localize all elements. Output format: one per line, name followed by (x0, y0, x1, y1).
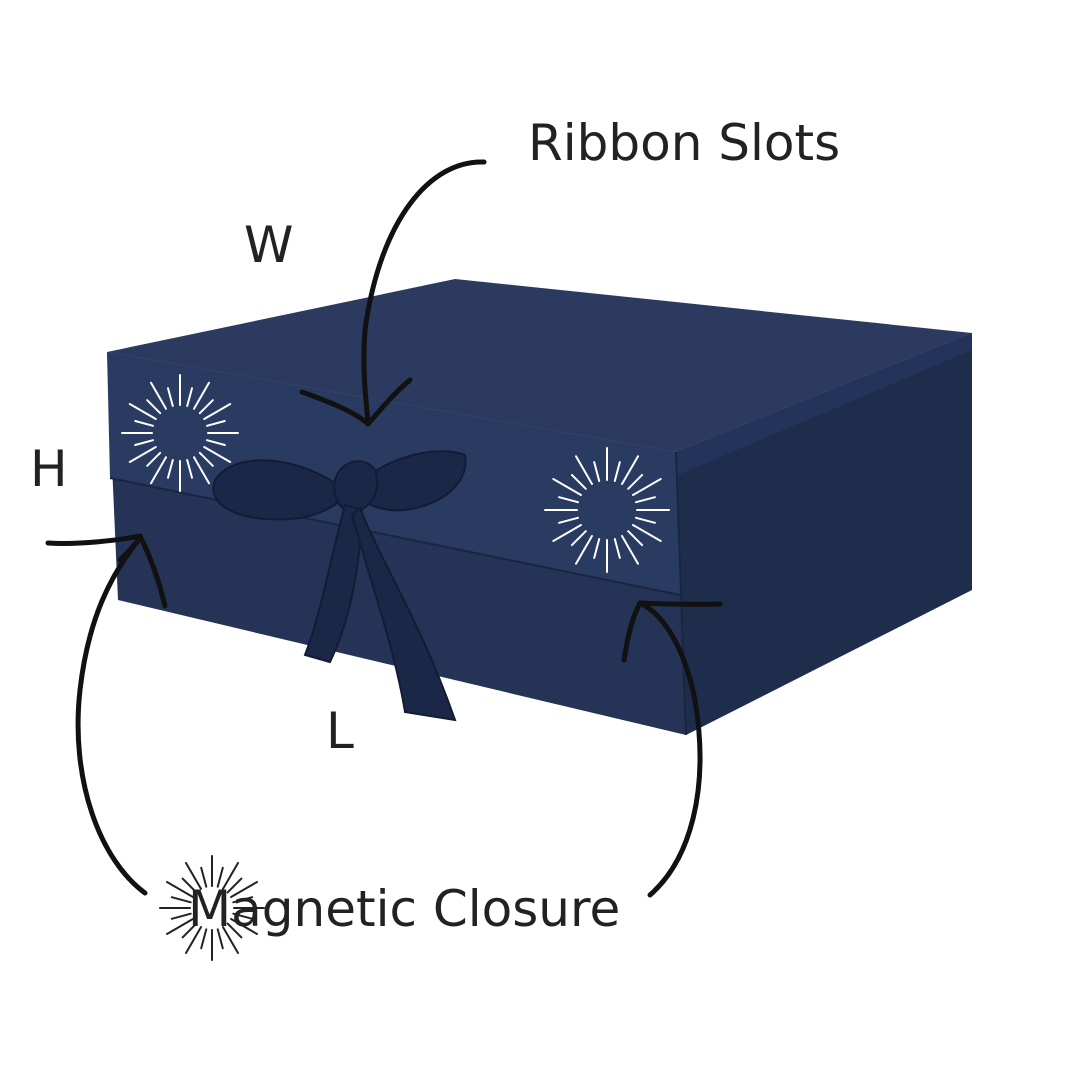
sparkle-ray (635, 496, 656, 504)
sparkle-ray (635, 516, 656, 524)
sparkle-ray (552, 524, 582, 542)
sparkle-ray (232, 896, 254, 904)
sparkle-ray (232, 912, 254, 920)
sparkle-ray (185, 862, 202, 890)
sparkle-ray (146, 451, 162, 467)
sparkle-ray (146, 399, 162, 415)
sparkle-burst-icon (121, 374, 239, 492)
box-lid-top (107, 279, 972, 452)
magnetic-left-arrowhead-icon (117, 535, 143, 563)
sparkle-ray (226, 922, 243, 939)
sparkle-ray (128, 446, 157, 463)
ribbon-slots-label: Ribbon Slots (528, 114, 841, 172)
sparkle-ray (593, 461, 601, 482)
magnetic-right-arrowhead-icon (621, 600, 723, 663)
sparkle-ray (134, 420, 154, 427)
sparkle-ray (558, 516, 579, 524)
sparkle-ray (632, 524, 662, 542)
sparkle-ray (198, 399, 214, 415)
bow-knot (333, 460, 379, 514)
height-arrow (45, 533, 143, 546)
sparkle-ray (193, 381, 210, 410)
sparkle-ray (621, 455, 639, 485)
sparkle-ray (181, 922, 198, 939)
sparkle-ray (552, 478, 582, 496)
sparkle-burst-icon (159, 855, 265, 961)
magnetic-right-arrow (637, 600, 703, 898)
sparkle-ray (181, 877, 198, 894)
sparkle-ray (570, 530, 587, 547)
width-label: W (244, 216, 294, 274)
sparkle-ray (150, 456, 167, 485)
sparkle-ray (203, 446, 232, 463)
sparkle-ray (222, 926, 239, 954)
sparkle-ray (128, 403, 157, 420)
sparkle-ray (230, 918, 258, 935)
magnetic-left-arrow (75, 535, 148, 896)
sparkle-ray (226, 877, 243, 894)
box-right-lid-band (676, 333, 972, 475)
sparkle-ray (621, 535, 639, 565)
annotation-arrows (45, 159, 723, 898)
sparkle-ray (166, 918, 194, 935)
sparkle-ray (216, 928, 224, 950)
sparkle-ray (627, 530, 644, 547)
sparkle-ray (593, 538, 601, 559)
height-arrowhead-icon (137, 533, 168, 609)
sparkle-ray (134, 439, 154, 446)
sparkle-ray (166, 881, 194, 898)
ribbon-slots-arrow (361, 159, 487, 425)
sparkle-ray (206, 439, 226, 446)
sparkle-ray (150, 381, 167, 410)
sparkle-ray (558, 496, 579, 504)
sparkle-ray (200, 866, 208, 888)
sparkle-ray (632, 478, 662, 496)
sparkle-ray (186, 459, 193, 479)
ribbon-slots-arrowhead-icon (299, 377, 413, 427)
sparkle-ray (230, 881, 258, 898)
sparkle-ray (186, 387, 193, 407)
sparkle-ray (206, 420, 226, 427)
magnetic-closure-label: Magnetic Closure (188, 880, 621, 938)
sparkle-ray (216, 866, 224, 888)
sparkle-ray (222, 862, 239, 890)
sparkle-ray (613, 538, 621, 559)
lid-seam-line (109, 477, 681, 596)
length-label: L (326, 702, 354, 760)
height-label: H (30, 440, 68, 498)
bow-right-loop (354, 450, 467, 512)
sparkle-ray (170, 912, 192, 920)
sparkle-ray (167, 459, 174, 479)
sparkle-ray (570, 473, 587, 490)
sparkle-burst-icon (544, 447, 670, 573)
bow-left-loop (212, 459, 346, 521)
sparkle-ray (200, 928, 208, 950)
sparkle-ray (198, 451, 214, 467)
ribbon-bow (212, 450, 467, 722)
sparkle-ray (575, 535, 593, 565)
sparkle-ray (203, 403, 232, 420)
sparkle-ray (167, 387, 174, 407)
sparkle-ray (170, 896, 192, 904)
ribbon-tail-left (303, 503, 364, 664)
sparkle-ray (575, 455, 593, 485)
sparkle-ray (193, 456, 210, 485)
ribbon-tail-right (350, 506, 457, 722)
box-edge-line (675, 451, 687, 736)
sparkle-ray (613, 461, 621, 482)
sparkle-ray (185, 926, 202, 954)
sparkle-ray (627, 473, 644, 490)
